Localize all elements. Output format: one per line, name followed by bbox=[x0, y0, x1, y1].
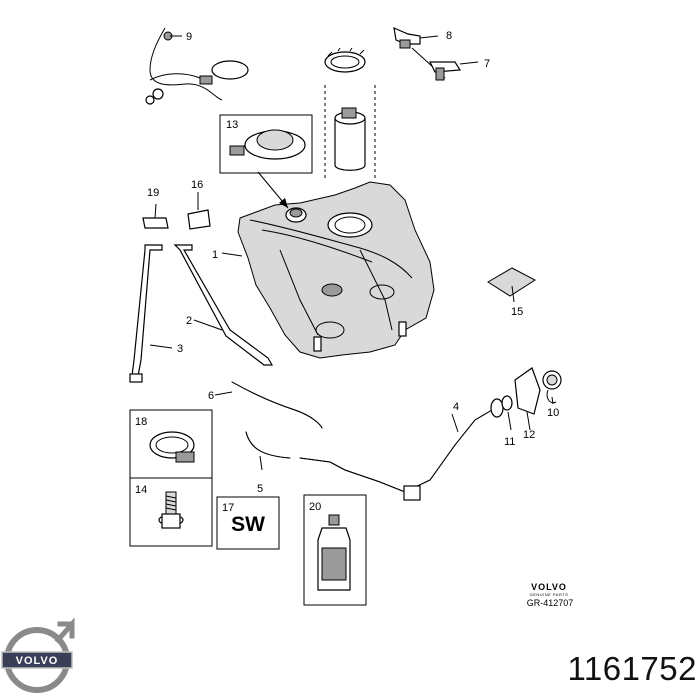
callout-13: 13 bbox=[226, 119, 238, 131]
flange-bolt-14 bbox=[158, 491, 184, 529]
volvo-logo: VOLVO bbox=[1, 617, 75, 693]
callout-3: 3 bbox=[177, 343, 183, 355]
part-number: 1161752 bbox=[567, 650, 697, 687]
bowl-12 bbox=[514, 367, 541, 415]
callout-17: 17 bbox=[222, 502, 234, 514]
leader-lines bbox=[149, 35, 554, 471]
brand-subline: GENUINE PARTS bbox=[529, 592, 569, 597]
pad-16 bbox=[187, 209, 211, 230]
arrow-head bbox=[279, 198, 288, 208]
callout-6: 6 bbox=[208, 390, 214, 402]
strap-3 bbox=[131, 244, 163, 377]
lock-ring-13 bbox=[229, 129, 306, 160]
callout-12: 12 bbox=[523, 429, 535, 441]
sw-label: SW bbox=[231, 513, 265, 536]
callout-7: 7 bbox=[484, 58, 490, 70]
fuel-pump-assembly bbox=[324, 47, 376, 180]
fuel-line-connector-8 bbox=[393, 27, 421, 49]
fuel-line-connector-7 bbox=[429, 61, 462, 81]
callout-16: 16 bbox=[191, 179, 203, 191]
seal-11 bbox=[501, 395, 513, 411]
pad-15 bbox=[487, 267, 536, 297]
callout-5: 5 bbox=[257, 483, 263, 495]
callout-9: 9 bbox=[186, 31, 192, 43]
callout-11: 11 bbox=[504, 436, 515, 448]
logo-text: VOLVO bbox=[16, 655, 59, 667]
callout-14: 14 bbox=[135, 484, 147, 496]
callout-2: 2 bbox=[186, 315, 192, 327]
drawing-reference: GR-412707 bbox=[526, 598, 574, 608]
brand-mark: VOLVO bbox=[531, 582, 567, 592]
sealant-bottle-20 bbox=[317, 514, 351, 591]
callout-15: 15 bbox=[511, 306, 523, 318]
callout-4: 4 bbox=[453, 401, 459, 413]
callout-20: 20 bbox=[309, 501, 321, 513]
callout-8: 8 bbox=[446, 30, 452, 42]
fuel-tank bbox=[237, 181, 435, 359]
wiring-harness bbox=[145, 27, 249, 105]
strap-2 bbox=[173, 244, 274, 366]
callout-1: 1 bbox=[212, 249, 218, 261]
filler-pipe-4 bbox=[299, 398, 504, 501]
hose-clamp-18 bbox=[149, 431, 195, 463]
callout-19: 19 bbox=[147, 187, 159, 199]
callout-10: 10 bbox=[547, 407, 559, 419]
filler-neck-parts bbox=[501, 367, 562, 415]
pad-19 bbox=[142, 217, 169, 229]
detail-box-17 bbox=[216, 496, 280, 550]
callout-18: 18 bbox=[135, 416, 147, 428]
